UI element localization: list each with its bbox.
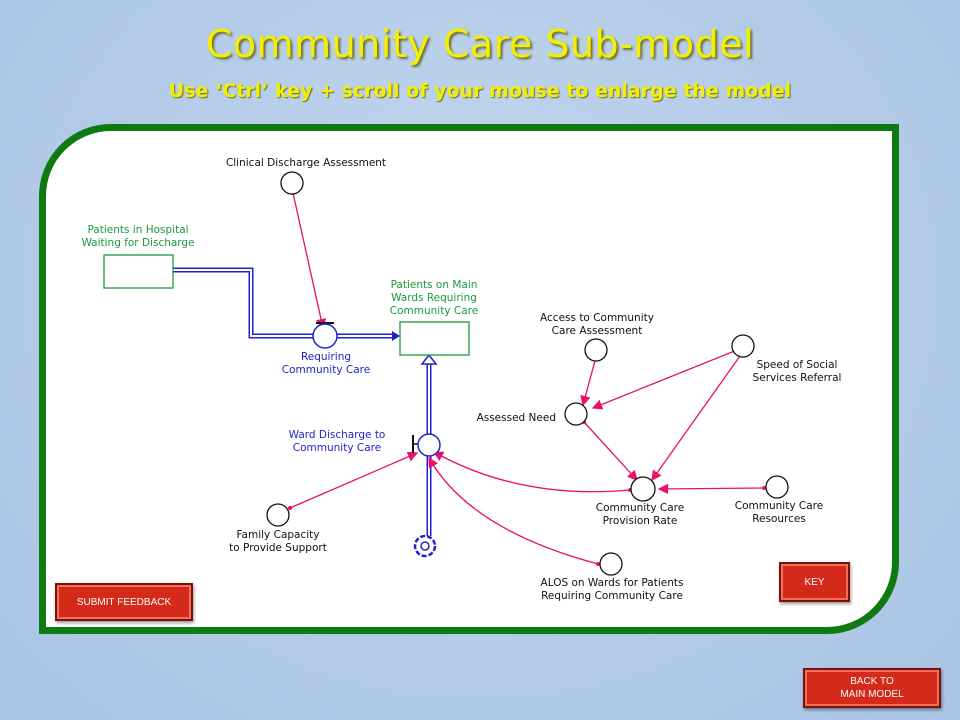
- label-main-wards-2: Wards Requiring: [391, 292, 477, 304]
- label-cc-resources-1: Community Care: [735, 500, 823, 512]
- label-access-cc-2: Care Assessment: [552, 325, 643, 337]
- label-family-capacity-1: Family Capacity: [236, 529, 319, 541]
- label-main-wards-1: Patients on Main: [391, 279, 478, 291]
- label-family-capacity-2: to Provide Support: [229, 542, 327, 554]
- submit-feedback-button[interactable]: SUBMIT FEEDBACK: [55, 583, 193, 621]
- stock-patients-main-wards[interactable]: [399, 321, 470, 356]
- causal-links: [289, 192, 765, 565]
- key-button[interactable]: KEY: [779, 562, 850, 602]
- label-cc-resources-2: Resources: [752, 513, 806, 525]
- label-patients-waiting-1: Patients in Hospital: [87, 224, 188, 236]
- label-cc-provision-2: Provision Rate: [603, 515, 678, 527]
- back-button-line1: BACK TO: [850, 676, 894, 687]
- model-frame: [39, 124, 899, 634]
- back-to-main-model-button[interactable]: BACK TO MAIN MODEL: [803, 668, 941, 708]
- flow-arrowhead-ward: [420, 353, 438, 365]
- label-main-wards-3: Community Care: [390, 305, 478, 317]
- aux-cc-resources[interactable]: [765, 475, 789, 499]
- aux-family-capacity[interactable]: [266, 503, 290, 527]
- label-speed-social-2: Services Referral: [753, 372, 842, 384]
- label-assessed-need: Assessed Need: [477, 412, 556, 424]
- label-speed-social-1: Speed of Social: [757, 359, 838, 371]
- aux-cc-provision-rate[interactable]: [630, 476, 656, 502]
- label-cc-provision-1: Community Care: [596, 502, 684, 514]
- label-ward-discharge-2: Community Care: [293, 442, 381, 454]
- label-ward-discharge-1: Ward Discharge to: [289, 429, 386, 441]
- stock-patients-waiting[interactable]: [103, 254, 174, 289]
- aux-alos[interactable]: [599, 552, 623, 576]
- aux-clinical-discharge[interactable]: [280, 171, 304, 195]
- label-requiring-1: Requiring: [301, 351, 351, 363]
- aux-assessed-need[interactable]: [564, 402, 588, 426]
- page-subtitle: Use ‘Ctrl’ key + scroll of your mouse to…: [168, 80, 792, 102]
- valve-requiring-community-care[interactable]: [312, 322, 338, 349]
- aux-access-community-care[interactable]: [584, 338, 608, 362]
- label-requiring-2: Community Care: [282, 364, 370, 376]
- source-cloud-icon: [413, 534, 437, 558]
- flow-pipe-requiring: [173, 267, 393, 339]
- label-alos-2: Requiring Community Care: [541, 590, 683, 602]
- label-clinical-discharge: Clinical Discharge Assessment: [226, 157, 386, 169]
- back-button-line2: MAIN MODEL: [840, 689, 904, 700]
- flow-arrowhead-requiring: [392, 331, 400, 341]
- valve-ward-discharge[interactable]: [412, 433, 441, 457]
- label-alos-1: ALOS on Wards for Patients: [541, 577, 684, 589]
- label-access-cc-1: Access to Community: [540, 312, 654, 324]
- aux-speed-social-services[interactable]: [731, 334, 755, 358]
- link-origin-dots: [288, 191, 766, 566]
- label-patients-waiting-2: Waiting for Discharge: [81, 237, 194, 249]
- page-title: Community Care Sub-model: [205, 22, 755, 66]
